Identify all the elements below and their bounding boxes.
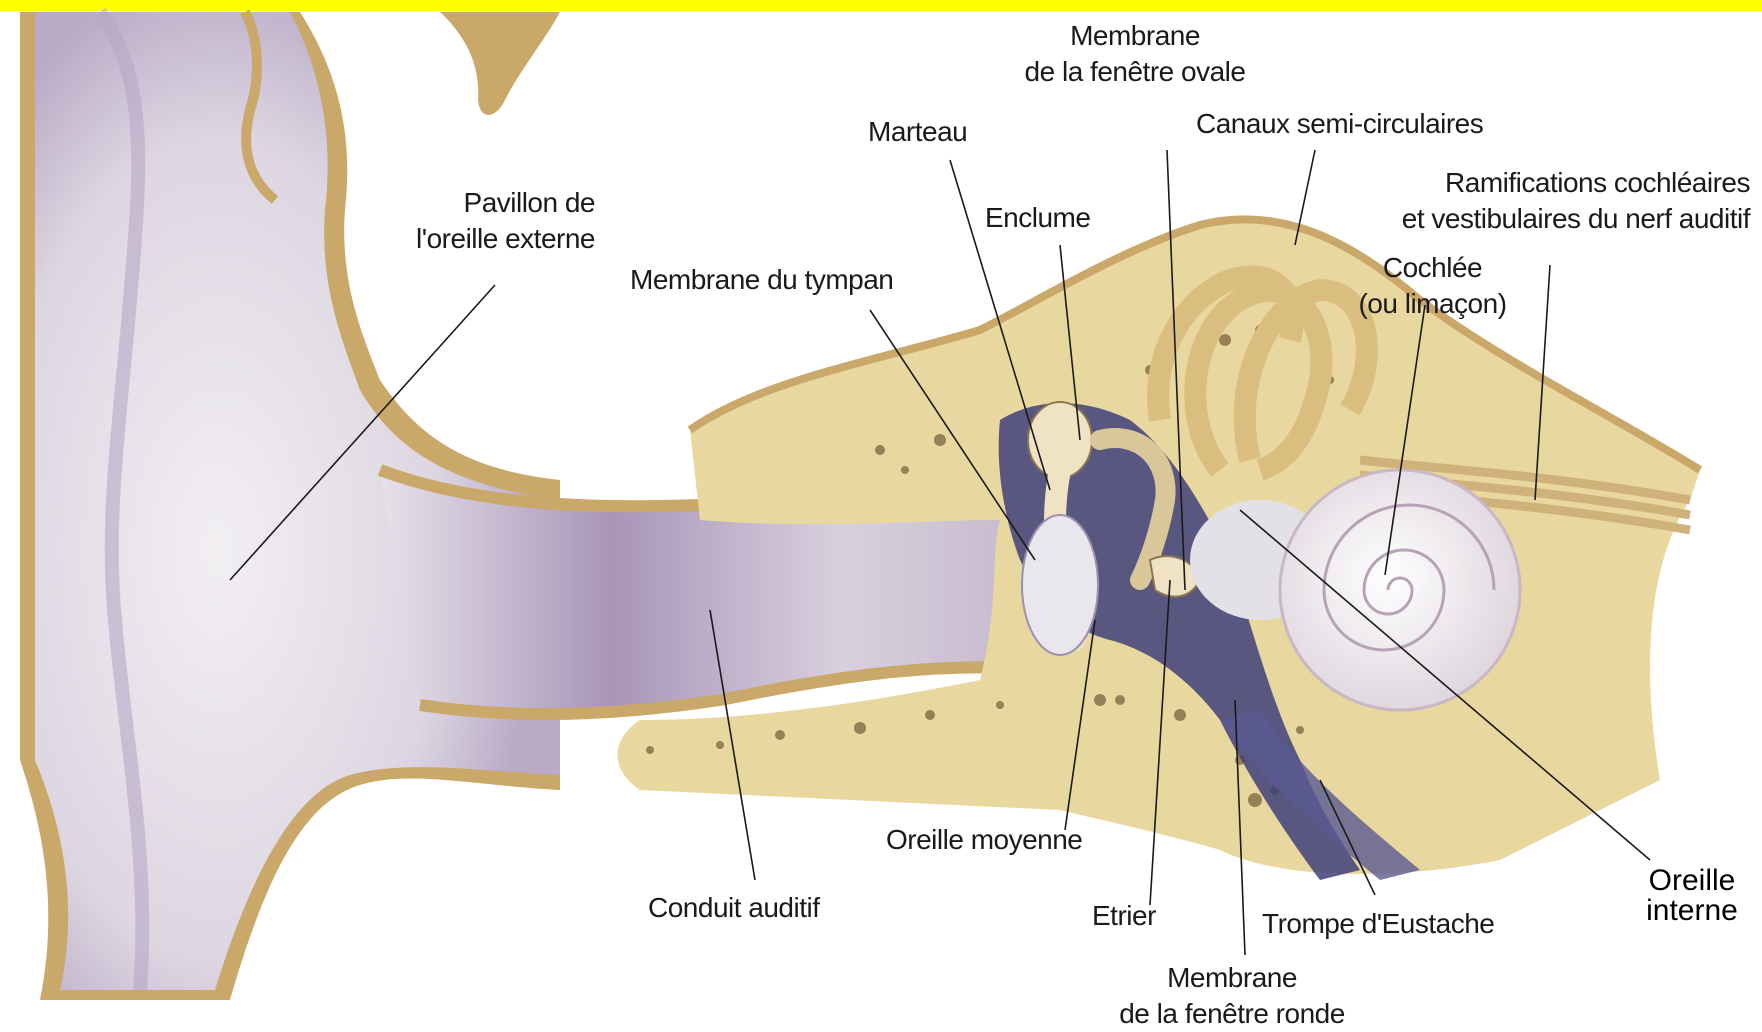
label-conduit: Conduit auditif <box>648 890 820 926</box>
label-cochlee: Cochlée (ou limaçon) <box>1340 250 1525 322</box>
label-etrier: Etrier <box>1092 898 1156 934</box>
label-canaux: Canaux semi-circulaires <box>1196 106 1483 142</box>
tympanic-membrane <box>1022 515 1098 655</box>
label-enclume: Enclume <box>985 200 1090 236</box>
label-trompe: Trompe d'Eustache <box>1262 906 1494 942</box>
label-pavillon: Pavillon de l'oreille externe <box>380 185 595 257</box>
label-tympan: Membrane du tympan <box>630 262 893 298</box>
label-oreille-interne: Oreille interne <box>1628 866 1756 926</box>
label-fenetre-ovale: Membrane de la fenêtre ovale <box>1000 18 1270 90</box>
label-ramifications: Ramifications cochléaires et vestibulair… <box>1340 165 1750 237</box>
cochlea <box>1280 470 1520 710</box>
label-marteau: Marteau <box>868 114 967 150</box>
label-oreille-moyenne: Oreille moyenne <box>886 822 1082 858</box>
label-fenetre-ronde: Membrane de la fenêtre ronde <box>1097 960 1367 1032</box>
